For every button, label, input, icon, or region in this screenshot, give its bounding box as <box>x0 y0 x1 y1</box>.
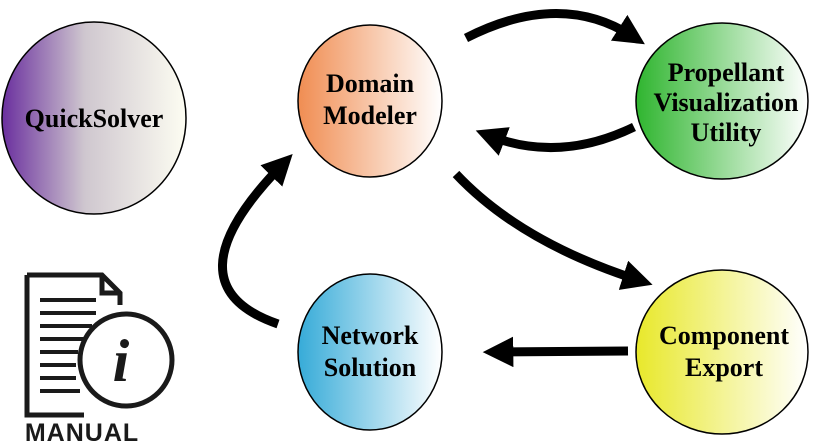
node-propellant[interactable]: Propellant Visualization Utility <box>635 22 809 180</box>
node-propellant-line2: Visualization <box>654 88 799 117</box>
manual-label: MANUAL <box>25 419 139 444</box>
node-quicksolver-label: QuickSolver <box>25 104 164 133</box>
node-domain-modeler-line2: Modeler <box>323 101 417 130</box>
node-quicksolver[interactable]: QuickSolver <box>1 21 187 215</box>
document-info-icon <box>24 272 175 418</box>
node-domain-modeler[interactable]: Domain Modeler <box>297 24 443 178</box>
node-component-export-line2: Export <box>685 353 763 382</box>
node-propellant-line3: Utility <box>691 118 762 147</box>
node-domain-modeler-line1: Domain <box>326 69 415 98</box>
node-component-export-circle <box>635 269 809 435</box>
node-domain-modeler-circle <box>297 24 443 178</box>
arrow-domain-to-propellant <box>463 9 645 45</box>
arrow-domain-to-component <box>452 170 653 290</box>
arrow-network-to-domain <box>218 154 293 329</box>
node-propellant-circle <box>635 22 809 180</box>
node-network-solution[interactable]: Network Solution <box>297 273 443 431</box>
node-network-solution-line1: Network <box>322 321 419 350</box>
node-propellant-line1: Propellant <box>668 58 785 87</box>
node-component-export-line1: Component <box>659 321 789 350</box>
arrow-component-to-network <box>482 336 629 368</box>
node-network-solution-line2: Solution <box>324 353 417 382</box>
manual-icon[interactable]: i MANUAL <box>24 272 175 444</box>
manual-info-glyph: i <box>113 328 130 394</box>
node-quicksolver-circle <box>1 21 187 215</box>
arrows <box>218 9 653 368</box>
node-network-solution-circle <box>297 273 443 431</box>
node-component-export[interactable]: Component Export <box>635 269 809 435</box>
arrow-propellant-to-domain <box>475 122 636 156</box>
